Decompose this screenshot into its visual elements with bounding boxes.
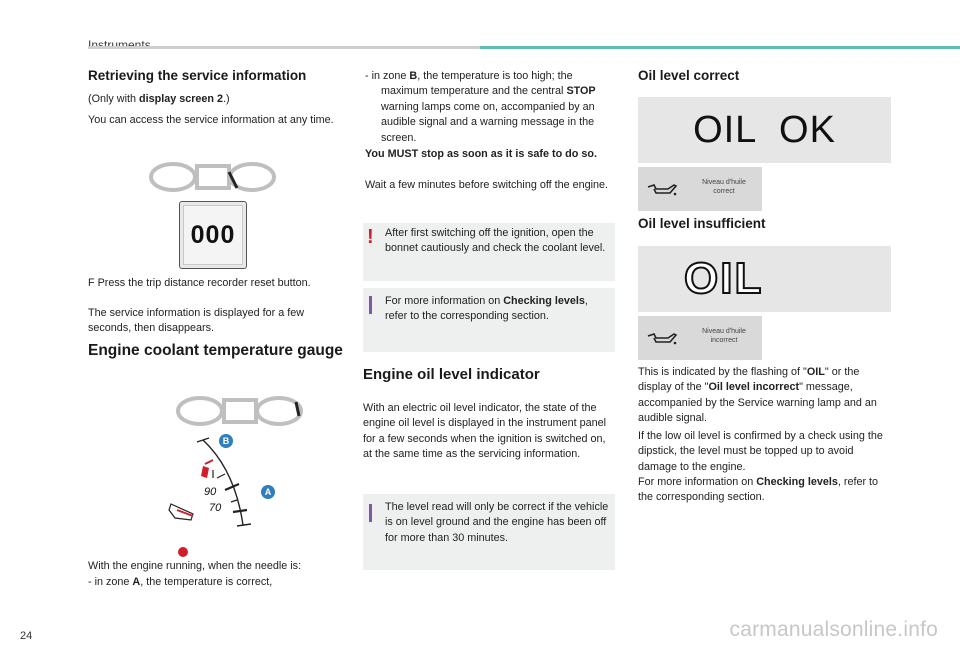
warning-exclamation-icon: ! — [367, 226, 374, 248]
trip-display-panel: 000 — [179, 201, 247, 269]
oil-indicator-paragraph: With an electric oil level indicator, th… — [363, 402, 607, 461]
info-callout-checking-levels: For more information on Checking levels,… — [363, 288, 615, 352]
press-reset-instruction: F Press the trip distance recorder reset… — [88, 277, 311, 289]
watermark: carmanualsonline.info — [729, 618, 938, 641]
oil-low-readout: OIL — [683, 254, 764, 303]
dashboard-sketch-1-icon — [149, 162, 276, 192]
header-rule-teal — [480, 46, 960, 49]
oil-ok-readout: OIL OK — [693, 109, 836, 151]
dashboard-sketch-2-icon — [176, 396, 303, 426]
must-stop-warning: You MUST stop as soon as it is safe to d… — [365, 148, 597, 160]
info-marker-icon — [369, 504, 372, 522]
coolant-gauge-heading: Engine coolant temperature gauge — [88, 342, 343, 359]
oil-can-icon — [647, 333, 678, 345]
section-title: Instruments — [88, 38, 151, 52]
more-info-paragraph: For more information on Checking levels,… — [638, 476, 879, 504]
oil-flash-paragraph: This is indicated by the flashing of "OI… — [638, 366, 877, 425]
service-info-heading: Retrieving the service information — [88, 68, 307, 83]
warning-callout-text: After first switching off the ignition, … — [385, 227, 606, 255]
coolant-gauge-icon — [168, 437, 252, 557]
display-duration-paragraph: The service information is displayed for… — [88, 307, 305, 335]
dipstick-paragraph: If the low oil level is confirmed by a c… — [638, 430, 883, 473]
gauge-label-90: 90 — [204, 486, 217, 498]
odometer-readout: 000 — [190, 221, 236, 249]
oil-insufficient-heading: Oil level insufficient — [638, 216, 766, 231]
zone-b-marker: B — [219, 434, 233, 448]
display-screen-note: (Only with display screen 2.) — [88, 93, 230, 105]
level-callout-text: The level read will only be correct if t… — [385, 501, 609, 544]
oil-indicator-heading: Engine oil level indicator — [363, 366, 540, 383]
oil-ok-display: OIL OK — [638, 97, 891, 163]
header-rule-grey — [88, 46, 480, 49]
warning-callout: ! After first switching off the ignition… — [363, 223, 615, 281]
info-callout-level-reading: The level read will only be correct if t… — [363, 494, 615, 570]
wait-paragraph: Wait a few minutes before switching off … — [365, 179, 609, 191]
oil-can-icon — [647, 184, 678, 196]
needle-paragraph: With the engine running, when the needle… — [88, 560, 302, 572]
gauge-label-70: 70 — [209, 502, 222, 514]
access-paragraph: You can access the service information a… — [88, 114, 334, 126]
page-number: 24 — [20, 630, 33, 642]
info-marker-icon — [369, 296, 372, 314]
info-callout-text: For more information on Checking levels,… — [385, 295, 588, 323]
zone-a-item: - in zone A, the temperature is correct, — [88, 576, 273, 588]
oil-low-display: OIL — [638, 246, 891, 312]
zone-b-item: - in zone B, the temperature is too high… — [365, 70, 596, 144]
zone-a-marker: A — [261, 485, 275, 499]
oil-correct-heading: Oil level correct — [638, 68, 740, 83]
